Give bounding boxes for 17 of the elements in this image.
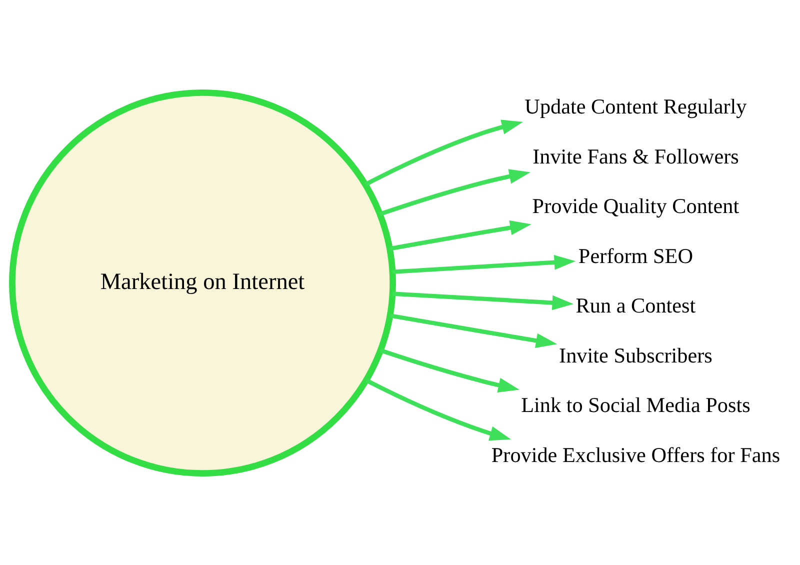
arrow xyxy=(389,220,532,251)
arrow xyxy=(364,120,523,186)
arrow xyxy=(392,254,576,274)
arrow xyxy=(390,314,558,348)
node-text: Perform SEO xyxy=(578,244,694,268)
node-text: Invite Subscribers xyxy=(559,343,712,368)
node-text: Invite Fans & Followers xyxy=(532,144,739,168)
arrow xyxy=(365,378,511,441)
node-text: Run a Contest xyxy=(576,294,696,318)
node-text: Link to Social Media Posts xyxy=(521,393,750,418)
arrow xyxy=(379,169,530,216)
node-circle: Marketing on Internet xyxy=(9,90,396,477)
arrow xyxy=(380,348,520,392)
node-text: Provide Quality Content xyxy=(532,194,740,218)
node-text: Provide Exclusive Offers for Fans xyxy=(491,442,780,467)
node-text: Update Content Regularly xyxy=(524,94,747,119)
arrow xyxy=(392,292,574,310)
